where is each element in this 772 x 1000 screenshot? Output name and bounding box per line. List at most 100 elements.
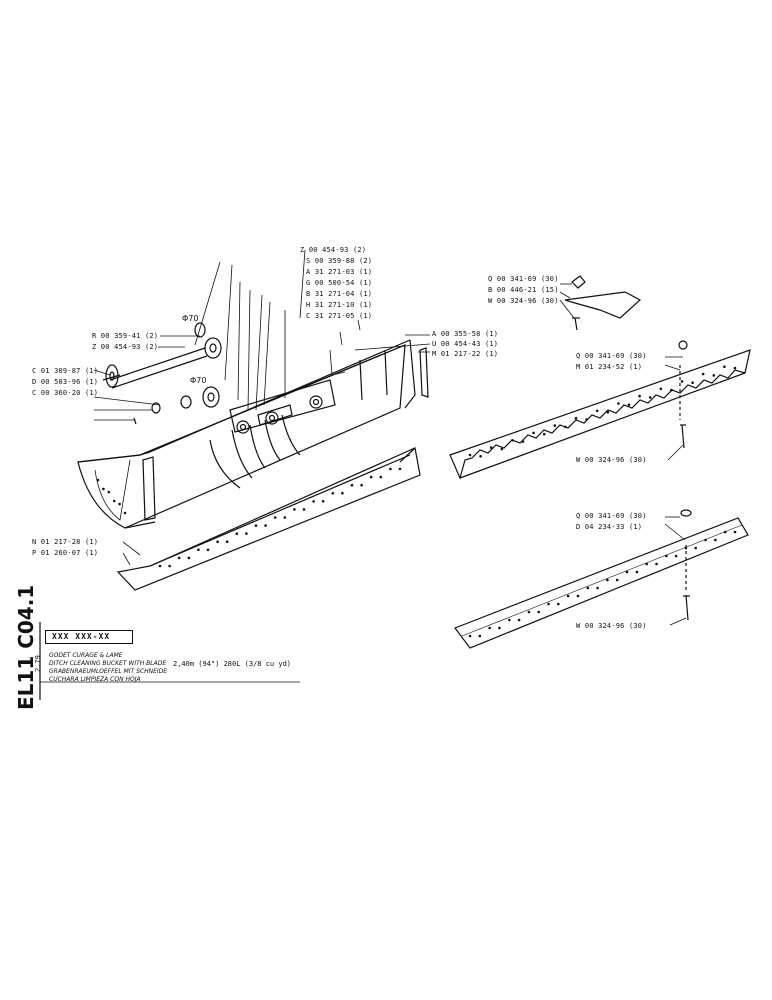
tooth-adapter	[559, 275, 642, 331]
drawing-code-text: EL11 C04.1	[14, 584, 38, 710]
part-label: W 00 324-96 (30)	[488, 297, 559, 305]
part-label: S 00 359-88 (2)	[306, 257, 373, 265]
part-label: A 31 271-03 (1)	[306, 268, 373, 276]
part-label: Z 00 454-93 (2)	[300, 246, 367, 254]
bolt-hole	[498, 626, 501, 630]
bolt-hole	[596, 586, 599, 590]
bolt-hole	[701, 372, 705, 376]
reference-leaders	[93, 249, 431, 566]
bolt-hole	[389, 467, 392, 471]
bolt-hole	[704, 538, 707, 542]
bolt-hole	[517, 618, 521, 622]
part-label: C 00 360-20 (1)	[32, 389, 99, 397]
toothed-blade	[449, 340, 751, 480]
part-label: W 00 324-96 (30)	[576, 456, 647, 464]
bolt-hole	[627, 403, 631, 407]
description-line-en: DITCH CLEANING BUCKET WITH BLADE	[49, 660, 167, 667]
bolt-hole	[468, 634, 472, 638]
bolt-hole	[547, 602, 550, 606]
bolt-hole	[680, 380, 684, 383]
pivot-pin	[102, 347, 208, 389]
bolt-hole	[360, 483, 363, 487]
bushings	[133, 322, 222, 425]
part-label: D 00 503-96 (1)	[32, 378, 99, 386]
description-line-es: CUCHARA LIMPIEZA CON HOJA	[49, 676, 141, 683]
bucket-spec: 2,40m (94") 280L (3/8 cu yd)	[173, 660, 292, 668]
part-label: B 00 446-21 (15)	[488, 286, 559, 294]
bolt-hole	[312, 500, 315, 503]
bolt-hole	[665, 554, 668, 558]
bolt-hole	[216, 540, 219, 544]
bolt-hole	[112, 499, 116, 503]
bolt-hole	[557, 602, 560, 606]
bolt-hole	[674, 554, 678, 558]
bolt-hole	[118, 502, 121, 506]
bolt-hole	[177, 556, 181, 560]
bolt-hole	[574, 416, 578, 420]
part-label: Q 00 341-69 (30)	[576, 352, 647, 360]
bolt-hole	[723, 530, 727, 534]
bolt-hole	[537, 610, 540, 614]
linkage-brackets	[209, 379, 336, 489]
bolt-hole	[398, 467, 402, 471]
title-block-rules	[39, 622, 300, 700]
bolt-hole	[511, 439, 514, 442]
bolt-hole	[586, 586, 590, 590]
part-label: R 00 359-41 (2)	[92, 332, 159, 340]
bolt-hole	[468, 453, 472, 457]
bolt-hole	[655, 562, 658, 566]
bolt-hole	[712, 374, 716, 377]
bolt-hole	[123, 511, 127, 515]
bolt-hole	[606, 578, 609, 582]
bucket-edge-blade	[116, 447, 421, 591]
part-label: B 31 271-04 (1)	[306, 290, 373, 298]
bolt-hole	[733, 530, 737, 534]
description-line-de: GRABENRAEUMLOEFFEL MIT SCHNEIDE	[49, 668, 168, 675]
bolt-hole	[478, 634, 482, 638]
part-label: U 00 454-43 (1)	[432, 340, 499, 348]
diameter-label: Φ70	[190, 376, 207, 385]
bolt-hole	[625, 570, 629, 574]
bolt-hole	[500, 447, 504, 451]
diameter-label: Φ70	[182, 314, 199, 323]
bolt-hole	[638, 394, 641, 398]
bolt-hole	[96, 478, 100, 482]
bolt-hole	[379, 475, 383, 479]
bolt-hole	[321, 500, 325, 503]
bolt-hole	[723, 365, 726, 369]
bolt-hole	[489, 446, 493, 449]
bolt-hole	[617, 402, 620, 405]
bolt-hole	[331, 492, 335, 495]
bolt-hole	[168, 564, 171, 568]
part-label: A 00 355-58 (1)	[432, 330, 499, 338]
bolt-hole	[102, 487, 105, 491]
part-label: G 00 500-54 (1)	[306, 279, 373, 287]
part-label: M 01 234-52 (1)	[576, 363, 643, 371]
bolt-hole	[341, 491, 344, 495]
bolt-hole	[235, 532, 239, 535]
bolt-hole	[553, 424, 557, 427]
bolt-hole	[585, 418, 588, 421]
reference-code-box: XXX XXX-XX	[45, 630, 133, 644]
bolt-hole	[691, 381, 694, 385]
bolt-hole	[254, 524, 258, 527]
part-label: Z 00 454-93 (2)	[92, 343, 159, 351]
bolt-hole	[283, 516, 287, 519]
bolt-hole	[488, 626, 491, 630]
part-label: N 01 217-28 (1)	[32, 538, 99, 546]
bolt-hole	[733, 366, 737, 370]
bucket-body	[77, 339, 429, 529]
bolt-hole	[479, 455, 482, 458]
bolt-hole	[527, 610, 531, 614]
part-label: P 01 260-07 (1)	[32, 549, 99, 557]
bolt-hole	[293, 508, 296, 511]
bolt-hole	[684, 546, 688, 550]
part-label: M 01 217-22 (1)	[432, 350, 499, 358]
part-label: H 31 271-10 (1)	[306, 301, 373, 309]
part-label: C 31 271-05 (1)	[306, 312, 373, 320]
bolt-hole	[648, 396, 652, 399]
bolt-hole	[659, 387, 663, 391]
bolt-hole	[595, 409, 599, 413]
